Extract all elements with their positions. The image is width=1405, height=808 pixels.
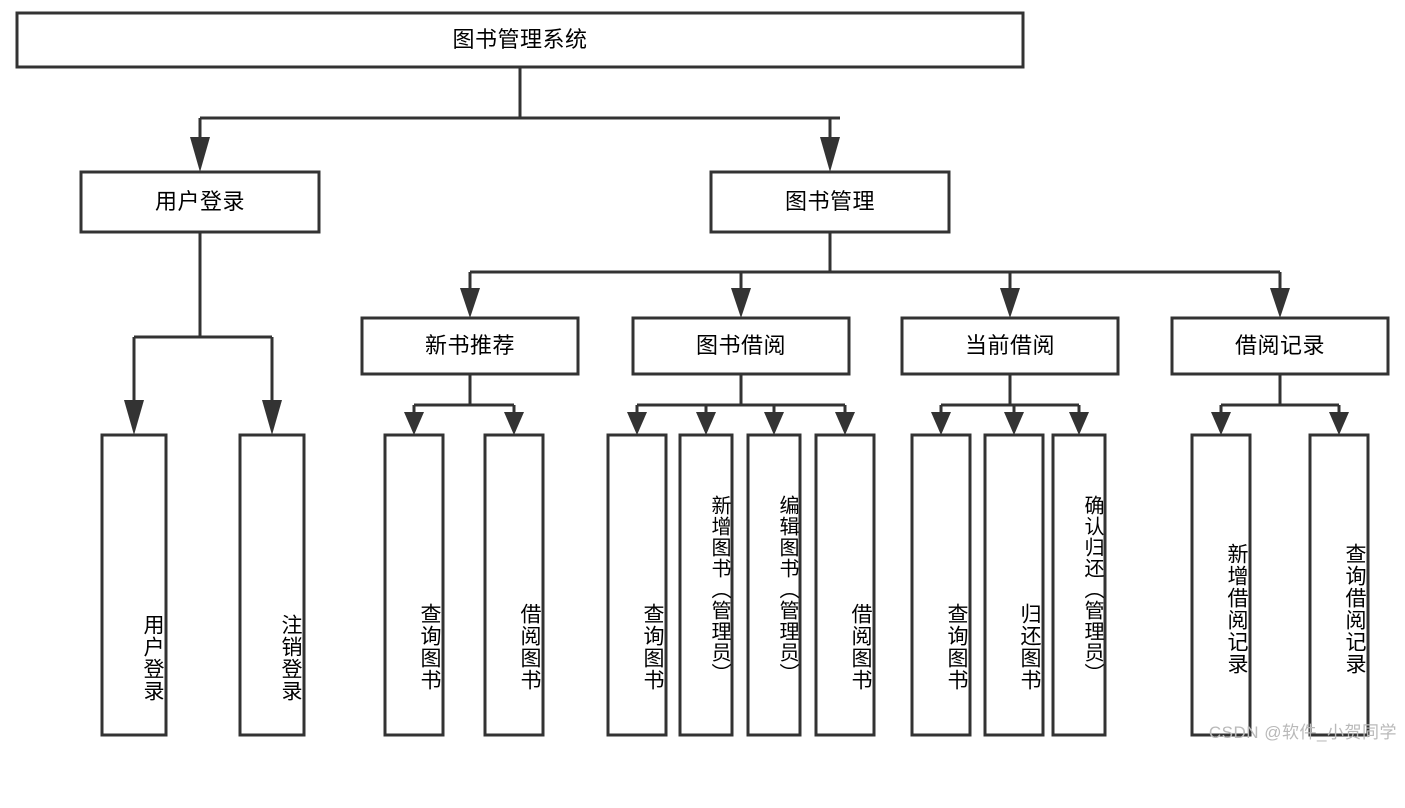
arrow-to-leaf-user-login bbox=[124, 400, 144, 435]
arrow-to-borrowrecords bbox=[1270, 288, 1290, 318]
node-box-leaf-1[interactable] bbox=[238, 433, 306, 737]
arrow-to-newbooks bbox=[460, 288, 480, 318]
node-box-new-book-recommend[interactable] bbox=[360, 316, 580, 376]
node-box-book-management[interactable] bbox=[709, 170, 951, 234]
node-box-book-borrow[interactable] bbox=[631, 316, 851, 376]
node-box-leaf-0[interactable] bbox=[100, 433, 168, 737]
node-box-user-login[interactable] bbox=[79, 170, 321, 234]
node-box-current-borrow[interactable] bbox=[900, 316, 1120, 376]
arrow-to-bookmgmt bbox=[820, 137, 840, 172]
node-box-leaf-9[interactable] bbox=[983, 433, 1045, 737]
arrow-currentborrow-leaf-1 bbox=[931, 412, 951, 435]
node-box-root[interactable] bbox=[15, 11, 1025, 69]
node-box-leaf-10[interactable] bbox=[1051, 433, 1107, 737]
nodes-layer bbox=[15, 11, 1390, 737]
node-box-leaf-4[interactable] bbox=[606, 433, 668, 737]
node-box-leaf-5[interactable] bbox=[678, 433, 734, 737]
node-box-leaf-6[interactable] bbox=[746, 433, 802, 737]
arrow-to-userlogin bbox=[190, 137, 210, 172]
node-box-leaf-7[interactable] bbox=[814, 433, 876, 737]
arrow-borrowrecords-leaf-1 bbox=[1211, 412, 1231, 435]
node-box-borrow-records[interactable] bbox=[1170, 316, 1390, 376]
connectors-layer bbox=[124, 67, 1349, 435]
arrow-newbooks-leaf-1 bbox=[404, 412, 424, 435]
arrow-newbooks-leaf-2 bbox=[504, 412, 524, 435]
arrow-to-bookborrow bbox=[731, 288, 751, 318]
node-box-leaf-3[interactable] bbox=[483, 433, 545, 737]
arrow-currentborrow-leaf-2 bbox=[1004, 412, 1024, 435]
arrow-bookborrow-leaf-4 bbox=[835, 412, 855, 435]
diagram-canvas bbox=[15, 11, 1390, 737]
node-box-leaf-2[interactable] bbox=[383, 433, 445, 737]
node-box-leaf-12[interactable] bbox=[1308, 433, 1370, 737]
arrow-borrowrecords-leaf-2 bbox=[1329, 412, 1349, 435]
flowchart-diagram: 图书管理系统 用户登录 图书管理 新书推荐 图书借阅 当前借阅 借阅记录 用户登… bbox=[15, 11, 1397, 742]
arrow-bookborrow-leaf-2 bbox=[696, 412, 716, 435]
arrow-to-currentborrow bbox=[1000, 288, 1020, 318]
arrow-bookborrow-leaf-1 bbox=[627, 412, 647, 435]
node-box-leaf-8[interactable] bbox=[910, 433, 972, 737]
csdn-watermark: CSDN @软件_小贺同学 bbox=[1208, 723, 1397, 742]
arrow-bookborrow-leaf-3 bbox=[764, 412, 784, 435]
arrow-currentborrow-leaf-3 bbox=[1069, 412, 1089, 435]
arrow-to-leaf-logout bbox=[262, 400, 282, 435]
node-box-leaf-11[interactable] bbox=[1190, 433, 1252, 737]
